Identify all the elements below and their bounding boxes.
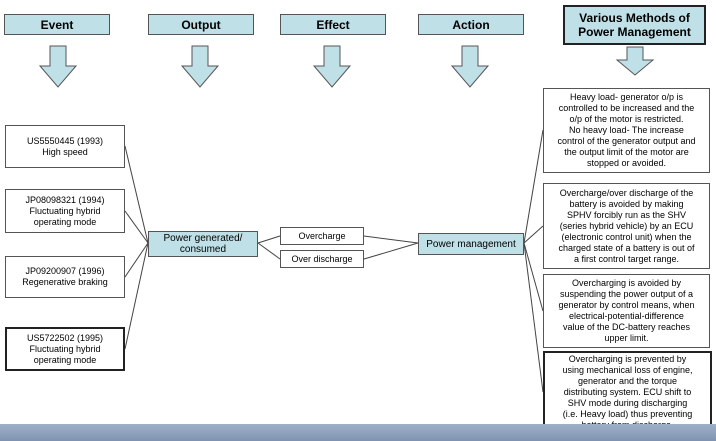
output-box-power-generated: Power generated/ consumed	[148, 231, 258, 257]
header-output: Output	[148, 14, 254, 35]
connector-event-3	[124, 242, 149, 278]
header-event: Event	[4, 14, 110, 35]
connector-overdischarge-action	[363, 242, 419, 260]
connector-method-4	[523, 242, 544, 393]
method-box-4: Overcharging is prevented by using mecha…	[543, 351, 712, 434]
connector-overcharge-action	[363, 235, 419, 244]
footer-bar	[0, 424, 716, 441]
down-arrow-action	[450, 45, 490, 88]
method-box-2: Overcharge/over discharge of the battery…	[543, 183, 710, 269]
down-arrow-output	[180, 45, 220, 88]
connector-method-3	[523, 242, 544, 312]
down-arrow-event	[38, 45, 78, 88]
connector-event-1	[124, 145, 149, 244]
effect-box-overcharge: Overcharge	[280, 227, 364, 245]
event-box-us5550445: US5550445 (1993) High speed	[5, 125, 125, 168]
connector-event-4	[124, 242, 149, 350]
header-action: Action	[418, 14, 524, 35]
down-arrow-effect	[312, 45, 352, 88]
header-effect: Effect	[280, 14, 386, 35]
connector-output-overdischarge	[257, 242, 281, 260]
connector-method-1	[523, 129, 544, 244]
connector-event-2	[124, 210, 149, 244]
action-box-power-management: Power management	[418, 233, 524, 255]
down-arrow-methods	[615, 46, 655, 76]
method-box-1: Heavy load- generator o/p is controlled …	[543, 88, 710, 173]
connector-method-2	[523, 225, 544, 244]
event-box-jp09200907: JP09200907 (1996) Regenerative braking	[5, 256, 125, 298]
event-box-jp08098321: JP08098321 (1994) Fluctuating hybrid ope…	[5, 189, 125, 233]
connector-output-overcharge	[257, 235, 281, 244]
event-box-us5722502: US5722502 (1995) Fluctuating hybrid oper…	[5, 327, 125, 371]
method-box-3: Overcharging is avoided by suspending th…	[543, 274, 710, 348]
effect-box-over-discharge: Over discharge	[280, 250, 364, 268]
header-methods: Various Methods of Power Management	[563, 5, 706, 45]
